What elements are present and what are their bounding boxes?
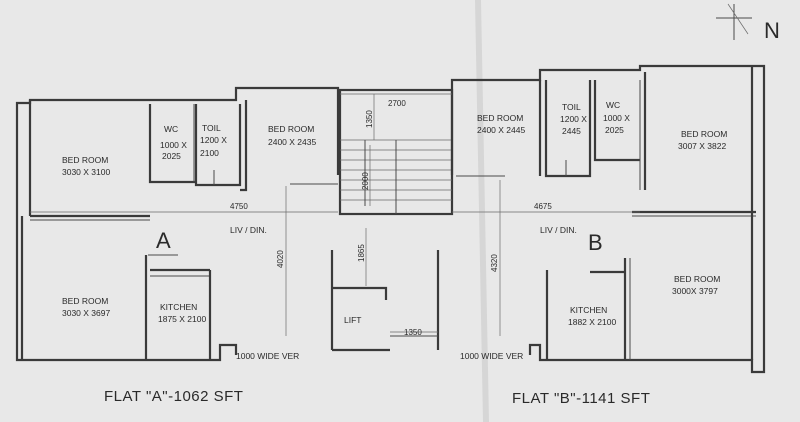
flat-b-bedroom3-dim: 3000X 3797	[672, 286, 718, 296]
flat-b-living-dining: LIV / DIN.	[540, 225, 577, 235]
lift-width-dim: 1350	[404, 328, 422, 337]
flat-b-caption: FLAT "B"-1141 SFT	[512, 390, 650, 407]
core-top-dim: 2700	[388, 99, 406, 108]
flat-b-depth-dim: 4320	[490, 254, 499, 272]
flat-a-wc-dim1: 1000 X	[160, 140, 187, 150]
flat-b-wc-dim1: 1000 X	[603, 113, 630, 123]
flat-a-bedroom1-dim: 3030 X 3100	[62, 167, 110, 177]
flat-a-bedroom3-name: BED ROOM	[62, 296, 108, 306]
flat-a-walls	[15, 86, 340, 362]
flat-b-toilet-name: TOIL	[562, 102, 581, 112]
flat-a-living-dining: LIV / DIN.	[230, 225, 267, 235]
flat-b-kitchen-name: KITCHEN	[570, 305, 607, 315]
north-label: N	[764, 18, 780, 43]
north-arrow-icon: N	[716, 3, 780, 43]
flat-b-toilet-dim2: 2445	[562, 126, 581, 136]
flat-a-veranda: 1000 WIDE VER	[236, 351, 299, 361]
flat-a-depth-dim: 4020	[276, 250, 285, 268]
flat-b-veranda: 1000 WIDE VER	[460, 351, 523, 361]
lift-label: LIFT	[344, 315, 361, 325]
dimension-lines	[30, 93, 640, 336]
flat-b-label: B	[588, 230, 603, 255]
flat-a-bedroom3-dim: 3030 X 3697	[62, 308, 110, 318]
flat-a-width-dim: 4750	[230, 202, 248, 211]
flat-b-wc-dim2: 2025	[605, 125, 624, 135]
flat-a-kitchen-dim: 1875 X 2100	[158, 314, 206, 324]
flat-a-label: A	[156, 228, 171, 253]
flat-b-bedroom1-name: BED ROOM	[477, 113, 523, 123]
flat-b-toilet-dim1: 1200 X	[560, 114, 587, 124]
flat-a-kitchen-name: KITCHEN	[160, 302, 197, 312]
flat-b-bedroom3-name: BED ROOM	[674, 274, 720, 284]
flat-a-toilet-dim2: 2100	[200, 148, 219, 158]
core-dim-2: 2000	[361, 172, 370, 190]
flat-b-bedroom1-dim: 2400 X 2445	[477, 125, 525, 135]
flat-a-bedroom2-dim: 2400 X 2435	[268, 137, 316, 147]
flat-a-toilet-dim1: 1200 X	[200, 135, 227, 145]
flat-a-bedroom2-name: BED ROOM	[268, 124, 314, 134]
flat-a-toilet-name: TOIL	[202, 123, 221, 133]
core-dim-3: 1865	[357, 244, 366, 262]
flat-b-bedroom2-name: BED ROOM	[681, 129, 727, 139]
core-walls	[330, 88, 454, 352]
flat-a-bedroom1-name: BED ROOM	[62, 155, 108, 165]
flat-a-wc-dim2: 2025	[162, 151, 181, 161]
core-dim-1: 1350	[365, 110, 374, 128]
flat-b-walls	[450, 64, 766, 374]
paper-fold	[475, 0, 489, 422]
flat-b-width-dim: 4675	[534, 202, 552, 211]
flat-b-bedroom2-dim: 3007 X 3822	[678, 141, 726, 151]
flat-a-caption: FLAT "A"-1062 SFT	[104, 388, 243, 405]
flat-a-wc-name: WC	[164, 124, 178, 134]
flat-b-kitchen-dim: 1882 X 2100	[568, 317, 616, 327]
flat-b-wc-name: WC	[606, 100, 620, 110]
